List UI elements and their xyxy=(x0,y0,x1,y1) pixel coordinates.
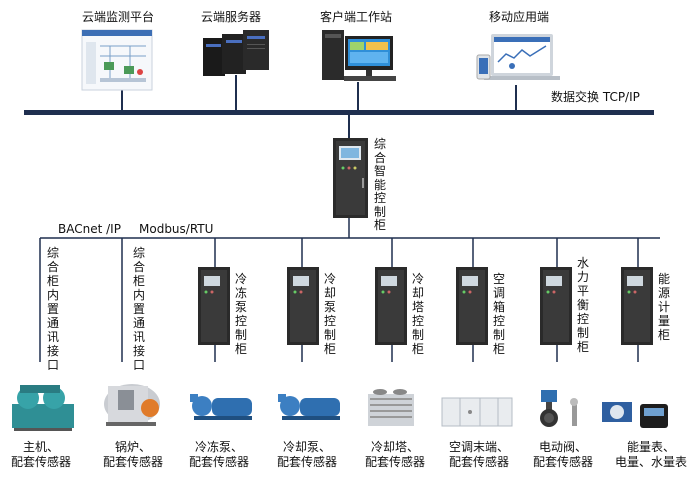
device-label-meter: 能量表、电量、水量表 xyxy=(614,440,687,469)
device-label-chiller: 主机、配套传感器 xyxy=(10,440,71,469)
cabinet-icon xyxy=(287,267,319,345)
dashboard-icon xyxy=(81,29,153,91)
device-label-cooling-tower: 冷却塔、配套传感器 xyxy=(364,440,425,469)
cooling-tower-icon xyxy=(368,389,414,426)
mobile-app-label: 移动应用端 xyxy=(489,10,550,24)
cabinet-label-3: 冷却塔控制柜 xyxy=(411,272,424,356)
workstation-icon xyxy=(322,30,396,81)
cloud-monitor-label: 云端监测平台 xyxy=(82,10,155,24)
client-station-label: 客户端工作站 xyxy=(320,10,393,24)
cabinet-label-6: 能源计量柜 xyxy=(657,272,670,342)
pump-icon xyxy=(190,394,252,420)
cloud-server-label: 云端服务器 xyxy=(201,10,262,24)
boiler-icon xyxy=(104,384,160,426)
network-bus xyxy=(24,110,654,115)
meter-icon xyxy=(602,402,668,428)
modbus-label: Modbus/RTU xyxy=(139,222,214,236)
cabinet-label-5: 水力平衡控制柜 xyxy=(576,256,589,354)
pump-icon xyxy=(278,394,340,420)
server-icon xyxy=(203,30,269,76)
device-label-boiler: 锅炉、配套传感器 xyxy=(102,440,163,469)
cabinet-icon xyxy=(540,267,572,345)
device-label-chilled-pump: 冷冻泵、配套传感器 xyxy=(188,440,249,469)
device-label-ahu: 空调末端、配套传感器 xyxy=(448,440,509,469)
cabinet-icon xyxy=(198,267,230,345)
main-cabinet-label: 综合智能控制柜 xyxy=(373,137,386,232)
device-label-cooling-pump: 冷却泵、配套传感器 xyxy=(276,440,337,469)
device-label-valve: 电动阀、配套传感器 xyxy=(532,440,593,469)
cabinet-label-1: 冷冻泵控制柜 xyxy=(234,272,247,356)
laptop-icon xyxy=(476,34,560,80)
cabinet-label-4: 空调箱控制柜 xyxy=(492,272,505,356)
bacnet-label: BACnet /IP xyxy=(58,222,121,236)
interface-label-1: 综合柜内置通讯接口 xyxy=(46,246,59,372)
cabinet-icon xyxy=(621,267,653,345)
valve-icon xyxy=(540,390,578,427)
cabinet-icon xyxy=(456,267,488,345)
cabinet-icon xyxy=(375,267,407,345)
ahu-icon xyxy=(441,397,513,427)
interface-label-2: 综合柜内置通讯接口 xyxy=(132,246,145,372)
cabinet-label-2: 冷却泵控制柜 xyxy=(323,272,336,356)
chiller-icon xyxy=(12,385,74,431)
network-label: 数据交换 TCP/IP xyxy=(551,90,640,104)
